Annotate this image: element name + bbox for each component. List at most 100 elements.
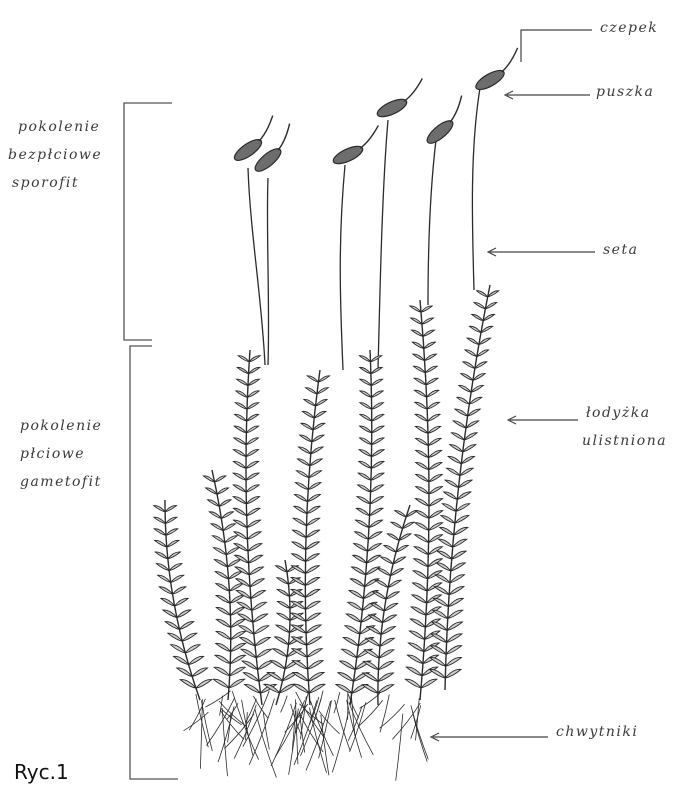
leaf bbox=[384, 545, 396, 552]
leaf bbox=[448, 598, 463, 606]
gametophyte-label-line-3: gametofit bbox=[20, 468, 102, 496]
sporophyte-group-label: pokolenie bezpłciowe sporofit bbox=[8, 113, 102, 197]
leaf bbox=[359, 356, 370, 362]
leaf bbox=[357, 497, 370, 504]
leaf bbox=[253, 614, 268, 622]
seta-5 bbox=[428, 140, 436, 305]
leaf bbox=[313, 423, 325, 430]
leaf bbox=[457, 397, 470, 404]
leaf bbox=[447, 634, 462, 643]
leaf bbox=[447, 468, 460, 475]
capsule-body bbox=[375, 96, 409, 120]
capsule-calyptra bbox=[495, 48, 524, 72]
leaf bbox=[349, 590, 364, 598]
leaf bbox=[247, 520, 261, 527]
leaf bbox=[235, 414, 247, 421]
lodyzka-label-line-2: ulistniona bbox=[582, 433, 667, 449]
leaf bbox=[345, 626, 360, 634]
rhizoid bbox=[396, 714, 403, 781]
seta-6 bbox=[472, 88, 480, 290]
leaf bbox=[411, 318, 422, 324]
gametophyte-label-line-2: płciowe bbox=[20, 440, 102, 468]
leaf bbox=[436, 563, 451, 571]
leaf bbox=[413, 366, 425, 373]
leaf bbox=[305, 577, 319, 585]
leaf bbox=[431, 634, 447, 643]
leaf bbox=[360, 426, 372, 433]
leaf bbox=[463, 362, 475, 369]
leaf bbox=[380, 638, 395, 646]
leaf bbox=[428, 438, 441, 445]
leaf bbox=[358, 473, 371, 480]
leaf bbox=[415, 414, 428, 421]
leaf bbox=[252, 602, 267, 610]
leaf bbox=[450, 575, 465, 583]
leaf bbox=[295, 483, 308, 490]
leaf bbox=[438, 539, 452, 547]
leaf bbox=[229, 679, 245, 688]
leaf bbox=[229, 584, 243, 592]
leaf bbox=[234, 450, 247, 457]
leaf bbox=[370, 603, 384, 611]
leaf bbox=[295, 494, 308, 501]
capsule-calyptra bbox=[399, 78, 428, 101]
leaf bbox=[469, 397, 482, 404]
leafy-stem-6 bbox=[336, 350, 384, 705]
leaf bbox=[292, 554, 306, 562]
leaf bbox=[367, 555, 381, 563]
leaf bbox=[248, 379, 260, 385]
leaf bbox=[448, 610, 463, 618]
leaf bbox=[249, 356, 260, 362]
leaf bbox=[158, 575, 171, 582]
leaf bbox=[426, 378, 438, 385]
leaf bbox=[453, 421, 466, 428]
leaf bbox=[306, 613, 321, 621]
rhizoid bbox=[184, 712, 209, 731]
leaf bbox=[429, 499, 443, 507]
leaf bbox=[214, 667, 230, 676]
leaf bbox=[425, 354, 437, 361]
leaf bbox=[246, 485, 259, 492]
leafy-stems bbox=[154, 285, 499, 705]
leafy-stem-2 bbox=[203, 470, 245, 700]
leaf bbox=[388, 580, 401, 587]
leaf bbox=[451, 563, 466, 571]
leaf bbox=[434, 587, 449, 595]
leaf bbox=[423, 330, 434, 336]
leaf bbox=[359, 461, 372, 468]
leaf bbox=[338, 673, 354, 682]
leaf bbox=[371, 379, 383, 385]
leaf bbox=[308, 661, 324, 670]
leaf bbox=[216, 619, 230, 627]
leaf bbox=[477, 291, 488, 297]
leaf bbox=[165, 506, 176, 512]
leaf bbox=[387, 534, 399, 541]
leaf bbox=[455, 409, 468, 416]
leaf bbox=[429, 669, 445, 678]
seta-4 bbox=[378, 120, 388, 370]
leaf bbox=[308, 494, 321, 501]
leaf bbox=[477, 350, 489, 357]
leaf bbox=[366, 567, 380, 575]
leaf bbox=[256, 649, 271, 658]
leaf bbox=[363, 673, 378, 682]
leaf bbox=[457, 492, 471, 500]
leaf bbox=[372, 426, 384, 433]
leaf bbox=[277, 613, 290, 620]
leader-lines bbox=[431, 30, 595, 741]
leaf bbox=[258, 661, 274, 670]
leaf bbox=[211, 524, 223, 531]
leaf bbox=[414, 559, 428, 567]
leaf bbox=[375, 580, 388, 587]
leaf bbox=[416, 438, 429, 445]
leaf bbox=[300, 435, 312, 442]
leaf bbox=[369, 520, 383, 527]
leaf bbox=[378, 685, 394, 694]
leaf bbox=[273, 649, 287, 657]
capsule-4 bbox=[372, 78, 431, 120]
leaf bbox=[437, 551, 451, 559]
leaf bbox=[233, 508, 246, 515]
leaf bbox=[370, 497, 383, 504]
leaf bbox=[175, 598, 189, 606]
leaf bbox=[306, 388, 317, 394]
